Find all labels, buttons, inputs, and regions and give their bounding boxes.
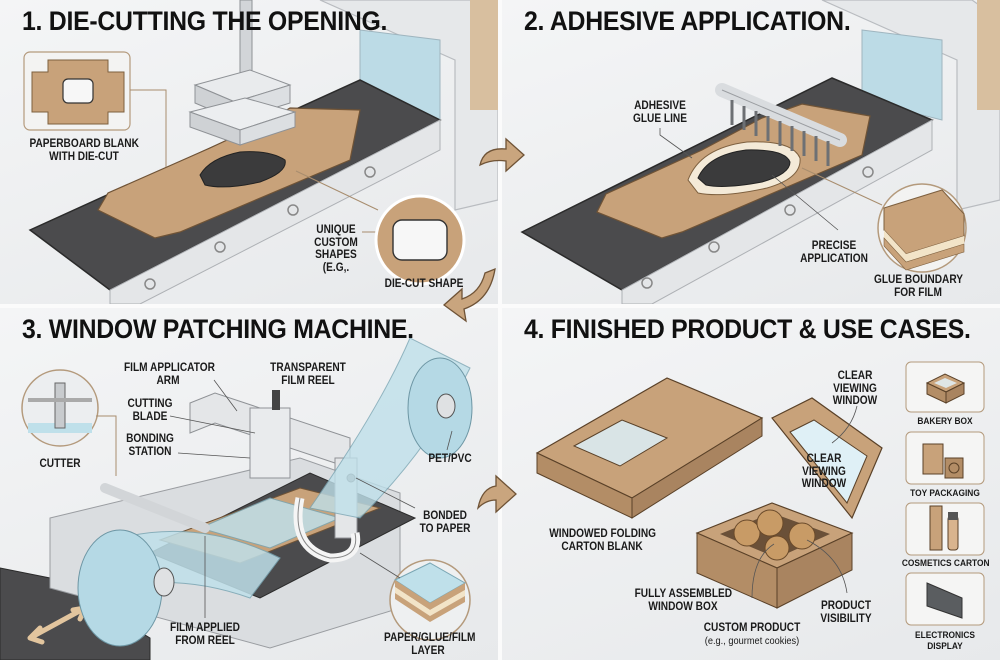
film-supply-reel — [77, 529, 163, 647]
panel-title: 1. DIE-CUTTING THE OPENING. — [22, 6, 388, 36]
adhesive-illustration — [520, 0, 1000, 304]
die-cut-hole — [199, 151, 286, 188]
electronics-display-icon — [926, 582, 963, 619]
die-cutting-illustration — [23, 0, 498, 304]
label-custom-product: CUSTOM PRODUCT (e.g., gourmet cookies) — [703, 622, 801, 647]
cosmetics-carton-icon — [929, 505, 959, 551]
label-bakery-box: BAKERY BOX — [917, 416, 973, 427]
panel-title: 2. ADHESIVE APPLICATION. — [524, 6, 851, 36]
bidirectional-arrow-icon — [27, 605, 88, 645]
panel-window-patching: 3. WINDOW PATCHING MACHINE. FILM APPLICA… — [0, 308, 498, 660]
label-pet-pvc: PET/PVC — [428, 453, 472, 465]
label-electronics-display: ELECTRONICS DISPLAY — [915, 630, 975, 652]
flow-arrow-2-to-3-icon — [442, 267, 496, 323]
lid-window — [789, 419, 868, 504]
label-cutter: CUTTER — [39, 458, 81, 470]
use-case-tile-cosmetics — [905, 502, 985, 556]
label-toy-packaging: TOY PACKAGING — [910, 488, 980, 499]
panel-die-cutting: 1. DIE-CUTTING THE OPENING. PAPERBOARD B… — [0, 0, 498, 304]
label-cosmetics-carton: COSMETICS CARTON — [901, 558, 990, 569]
panel-title: 3. WINDOW PATCHING MACHINE. — [22, 314, 414, 344]
carton-window — [572, 419, 669, 467]
bakery-box-icon — [925, 373, 966, 404]
window-patching-illustration — [0, 337, 473, 660]
cookies — [733, 509, 816, 561]
panel-divider-vertical — [498, 0, 502, 660]
label-die-cut-shape: DIE-CUT SHAPE — [384, 278, 464, 290]
bonding-station — [249, 407, 291, 479]
glue-nozzles — [730, 100, 830, 166]
flow-arrow-1-to-2-icon — [479, 137, 525, 173]
toy-packaging-icon — [922, 443, 964, 479]
conveyor-frame — [109, 119, 441, 304]
flow-arrow-3-to-4-icon — [476, 474, 517, 514]
finished-product-illustration — [535, 361, 985, 626]
panel-title: 4. FINISHED PRODUCT & USE CASES. — [524, 314, 971, 344]
paper-roll — [470, 0, 498, 110]
